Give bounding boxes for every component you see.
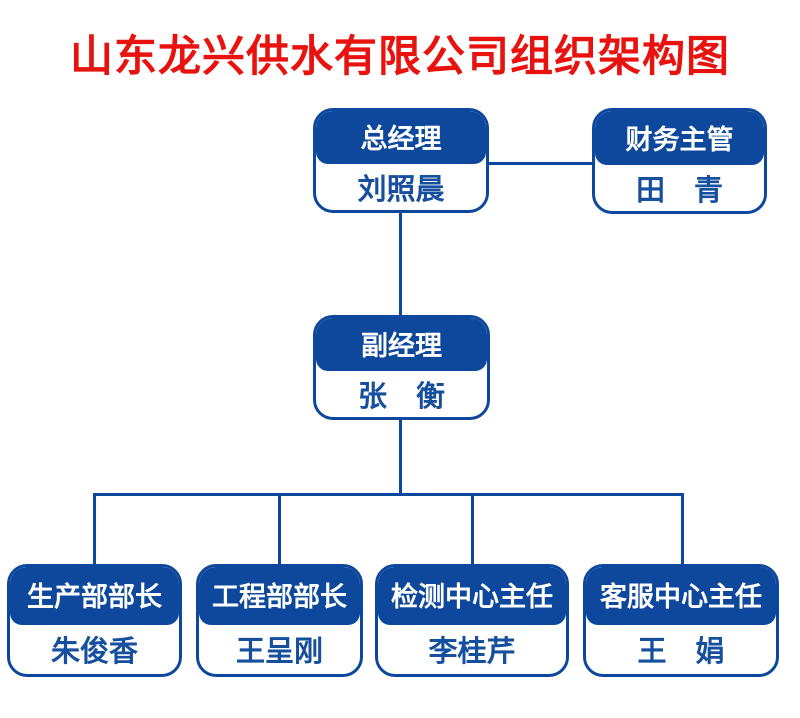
connector-drop-engineering (278, 493, 281, 565)
role-label: 工程部部长 (199, 567, 360, 625)
person-name: 田 青 (635, 175, 723, 207)
org-node-testing-center-director: 检测中心主任 李桂芹 (375, 564, 569, 677)
role-label: 财务主管 (595, 111, 764, 165)
org-node-engineering-chief: 工程部部长 王呈刚 (196, 564, 363, 677)
org-node-production-chief: 生产部部长 朱俊香 (7, 564, 182, 677)
org-node-customer-service-director: 客服中心主任 王 娟 (583, 564, 779, 677)
role-label: 检测中心主任 (378, 567, 566, 625)
connector-bottom-rail (93, 493, 684, 496)
role-label: 客服中心主任 (586, 567, 776, 625)
connector-drop-testing (471, 493, 474, 565)
org-node-deputy-manager: 副经理 张 衡 (313, 315, 490, 420)
person-name: 李桂芹 (428, 636, 516, 669)
role-label: 副经理 (316, 318, 487, 372)
connector-gm-deputy (399, 212, 402, 316)
person-name: 张 衡 (357, 381, 445, 414)
connector-drop-service (681, 493, 684, 565)
person-name: 刘照晨 (357, 174, 445, 207)
connector-drop-production (93, 493, 96, 565)
connector-deputy-stem (399, 418, 402, 495)
connector-gm-finance (489, 162, 592, 165)
role-label: 总经理 (316, 111, 486, 165)
role-label: 生产部部长 (10, 567, 179, 625)
org-node-finance-supervisor: 财务主管 田 青 (592, 108, 767, 214)
person-name: 王 娟 (637, 636, 725, 669)
page-title: 山东龙兴供水有限公司组织架构图 (70, 33, 730, 81)
org-node-general-manager: 总经理 刘照晨 (313, 108, 489, 213)
person-name: 朱俊香 (50, 636, 138, 669)
person-name: 王呈刚 (235, 636, 323, 669)
